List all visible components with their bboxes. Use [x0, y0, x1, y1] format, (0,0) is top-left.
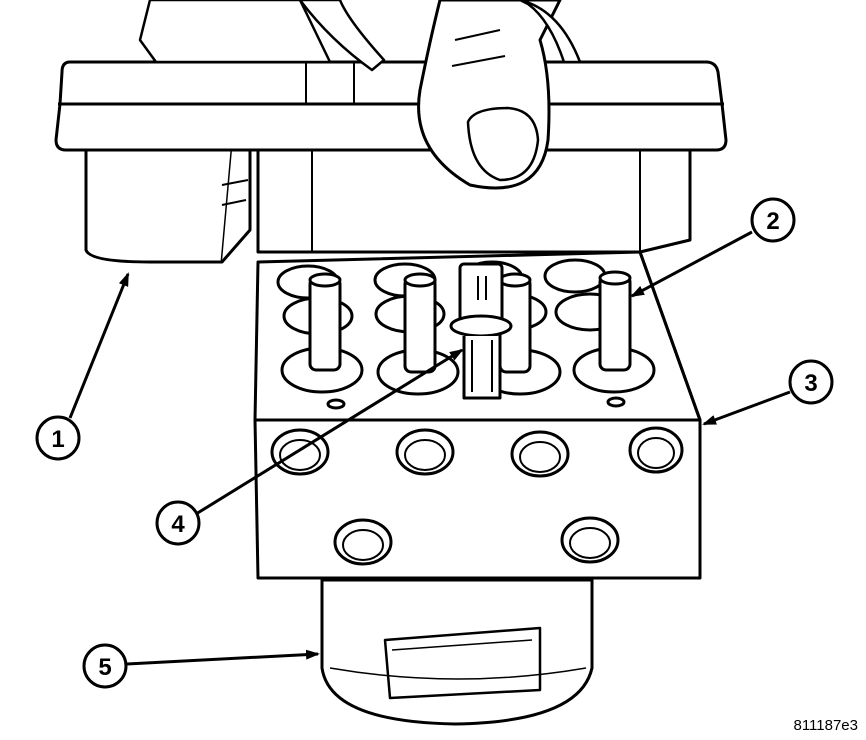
- leader-line-2: [630, 230, 753, 298]
- callout-2-label: 2: [766, 208, 779, 235]
- callout-5-label: 5: [98, 654, 111, 681]
- callout-5: 5: [82, 643, 128, 689]
- leader-line-5: [125, 649, 320, 666]
- leader-line-3: [702, 390, 791, 426]
- pump-motor: [320, 578, 594, 726]
- callout-4-label: 4: [171, 511, 185, 538]
- callout-3: 3: [788, 359, 834, 405]
- controller-antilock-brake: [54, 60, 728, 264]
- technician-hand: [138, 0, 582, 190]
- callout-2: 2: [750, 197, 796, 243]
- leader-line-1: [68, 272, 130, 419]
- pump-motor-connector: [449, 262, 513, 400]
- figure-id: 811187e3: [793, 717, 858, 734]
- callout-1: 1: [35, 415, 81, 461]
- callout-1-label: 1: [51, 426, 64, 453]
- callout-3-label: 3: [804, 370, 817, 397]
- callout-4: 4: [155, 500, 201, 546]
- solenoid-valve-stems: [308, 270, 632, 374]
- leader-line-4: [195, 348, 464, 516]
